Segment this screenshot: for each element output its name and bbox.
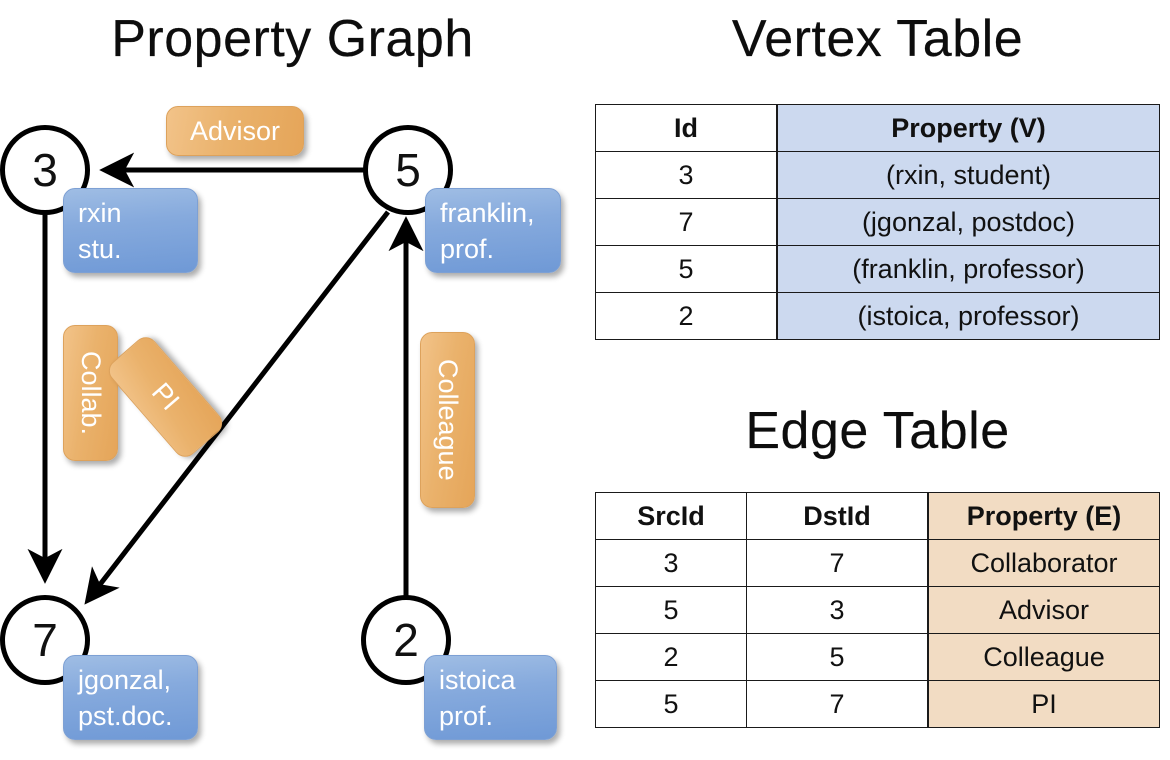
property-graph-panel: Property Graph 3 5 7 2 xyxy=(0,10,561,740)
edge-label-collab-text: Collab. xyxy=(76,350,106,436)
node-property-line-1: rxin xyxy=(78,197,122,228)
graph-node-3-id: 3 xyxy=(32,144,58,196)
edge-table: SrcId DstId Property (E) 3 7 Collaborato… xyxy=(595,492,1160,728)
vertex-cell-property: (jgonzal, postdoc) xyxy=(776,198,1160,246)
edge-table-header-row: SrcId DstId Property (E) xyxy=(595,492,1160,540)
vertex-table-header-id: Id xyxy=(595,104,778,152)
node-property-box-istoica[interactable]: istoica prof. xyxy=(424,655,557,740)
vertex-cell-id: 2 xyxy=(595,292,778,340)
node-property-line-2: prof. xyxy=(440,233,495,264)
edge-cell-src: 5 xyxy=(595,586,747,634)
vertex-table-header-property: Property (V) xyxy=(776,104,1160,152)
edge-cell-src: 5 xyxy=(595,680,747,728)
table-row[interactable]: 7 (jgonzal, postdoc) xyxy=(595,198,1160,246)
edge-cell-src: 2 xyxy=(595,633,747,681)
table-row[interactable]: 2 (istoica, professor) xyxy=(595,292,1160,340)
graph-node-2[interactable]: 2 xyxy=(361,595,451,685)
edge-cell-property: PI xyxy=(927,680,1160,728)
edge-cell-property: Colleague xyxy=(927,633,1160,681)
page-title-vertex-table: Vertex Table xyxy=(731,10,1024,68)
edge-cell-property: Advisor xyxy=(927,586,1160,634)
node-property-box-jgonzal[interactable]: jgonzal, pst.doc. xyxy=(63,655,198,740)
node-property-box-franklin[interactable]: franklin, prof. xyxy=(425,188,561,273)
graph-node-2-id: 2 xyxy=(393,614,419,666)
edge-cell-src: 3 xyxy=(595,539,747,587)
graph-edges-svg xyxy=(27,152,424,605)
table-row[interactable]: 5 (franklin, professor) xyxy=(595,245,1160,293)
node-property-line-2: pst.doc. xyxy=(78,700,173,731)
vertex-cell-id: 3 xyxy=(595,151,778,199)
graph-node-5-id: 5 xyxy=(395,144,421,196)
edge-label-collab[interactable]: Collab. xyxy=(63,325,118,461)
edge-5-to-7 xyxy=(84,210,390,605)
graph-node-5[interactable]: 5 xyxy=(363,125,453,215)
table-row[interactable]: 3 (rxin, student) xyxy=(595,151,1160,199)
edge-table-header-srcid: SrcId xyxy=(595,492,747,540)
edge-table-header-property: Property (E) xyxy=(927,492,1160,540)
node-property-line-2: stu. xyxy=(78,233,122,264)
edge-label-advisor-text: Advisor xyxy=(189,115,281,146)
vertex-cell-property: (istoica, professor) xyxy=(776,292,1160,340)
edge-cell-dst: 7 xyxy=(746,680,929,728)
table-row[interactable]: 2 5 Colleague xyxy=(595,633,1160,681)
edge-label-pi-text: PI xyxy=(146,377,186,417)
page-title-property-graph: Property Graph xyxy=(111,10,474,68)
vertex-cell-id: 7 xyxy=(595,198,778,246)
vertex-table: Id Property (V) 3 (rxin, student) 7 (jgo… xyxy=(595,104,1160,340)
edge-label-colleague-text: Colleague xyxy=(433,359,463,481)
node-property-line-1: franklin, xyxy=(440,197,535,228)
edge-cell-dst: 7 xyxy=(746,539,929,587)
edge-table-header-dstid: DstId xyxy=(746,492,929,540)
vertex-cell-property: (rxin, student) xyxy=(776,151,1160,199)
edge-cell-property: Collaborator xyxy=(927,539,1160,587)
vertex-cell-id: 5 xyxy=(595,245,778,293)
page-title-edge-table: Edge Table xyxy=(745,402,1010,460)
edge-label-colleague[interactable]: Colleague xyxy=(420,332,475,508)
table-row[interactable]: 3 7 Collaborator xyxy=(595,539,1160,587)
table-row[interactable]: 5 3 Advisor xyxy=(595,586,1160,634)
edge-label-advisor[interactable]: Advisor xyxy=(166,106,304,156)
table-row[interactable]: 5 7 PI xyxy=(595,680,1160,728)
vertex-table-header-row: Id Property (V) xyxy=(595,104,1160,152)
edge-cell-dst: 3 xyxy=(746,586,929,634)
graph-node-7-id: 7 xyxy=(32,614,58,666)
node-property-line-1: istoica xyxy=(439,664,516,695)
vertex-cell-property: (franklin, professor) xyxy=(776,245,1160,293)
node-property-line-2: prof. xyxy=(439,700,494,731)
node-property-box-rxin[interactable]: rxin stu. xyxy=(63,188,198,273)
node-property-line-1: jgonzal, xyxy=(78,664,172,695)
edge-cell-dst: 5 xyxy=(746,633,929,681)
